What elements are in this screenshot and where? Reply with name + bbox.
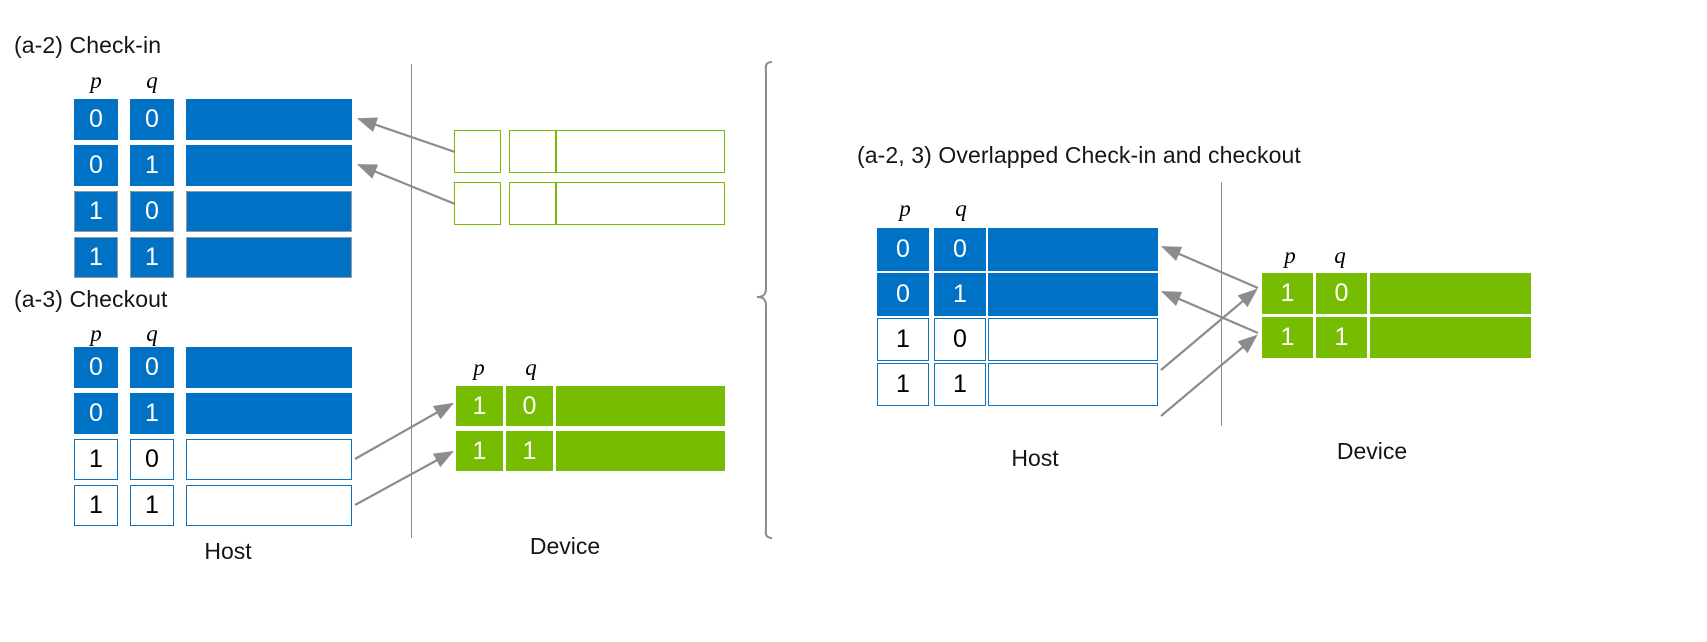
checkin-host-row-2-p: 1 — [74, 191, 118, 232]
checkin-host-row-0-payload — [186, 99, 352, 140]
checkout-arrow-0 — [354, 402, 454, 460]
checkin-device-row-1-q — [509, 182, 556, 225]
overlapped-device-row-0-p: 1 — [1262, 273, 1313, 314]
right-panel-host-label: Host — [1011, 445, 1059, 471]
checkout-device-row-1-q: 1 — [506, 431, 553, 471]
checkin-device-row-0-p — [454, 130, 501, 173]
overlapped-host-row-2-p: 1 — [877, 318, 929, 361]
checkin-host-header-q: q — [146, 68, 158, 93]
checkout-host-row-3-q: 1 — [130, 485, 174, 526]
checkin-host-row-0-p: 0 — [74, 99, 118, 140]
checkin-arrow-1 — [356, 163, 456, 206]
checkin-host-row-3-payload — [186, 237, 352, 278]
overlapped-host-row-0-p: 0 — [877, 228, 929, 271]
checkout-device-row-0-p: 1 — [456, 386, 503, 426]
overlapped-device-row-1-payload — [1370, 317, 1531, 358]
checkin-section-title: (a-2) Check-in — [14, 32, 162, 58]
overlapped-arrow-out-1 — [1160, 334, 1258, 417]
checkin-host-row-1-payload — [186, 145, 352, 186]
overlapped-device-row-1-q: 1 — [1316, 317, 1367, 358]
checkout-host-row-0-q: 0 — [130, 347, 174, 388]
overlapped-host-row-1-p: 0 — [877, 273, 929, 316]
right-panel-host-device-divider — [1221, 182, 1222, 426]
checkin-host-row-3-p: 1 — [74, 237, 118, 278]
overlapped-host-row-3-payload — [988, 363, 1158, 406]
checkin-host-row-1-p: 0 — [74, 145, 118, 186]
checkin-device-row-1-payload — [556, 182, 725, 225]
checkout-arrow-1 — [354, 450, 454, 506]
checkout-host-row-3-p: 1 — [74, 485, 118, 526]
overlapped-host-header-q: q — [955, 196, 967, 221]
checkin-device-row-1-p — [454, 182, 501, 225]
checkout-host-row-2-payload — [186, 439, 352, 480]
checkin-device-row-0-q — [509, 130, 556, 173]
overlapped-host-row-1-payload — [988, 273, 1158, 316]
left-panel-device-label: Device — [529, 533, 601, 559]
overlapped-device-row-0-payload — [1370, 273, 1531, 314]
overlapped-host-row-3-q: 1 — [934, 363, 986, 406]
overlapped-arrow-in-0 — [1160, 245, 1259, 290]
checkout-device-row-0-payload — [556, 386, 725, 426]
checkin-host-header-p: p — [90, 68, 102, 93]
checkout-device-row-1-payload — [556, 431, 725, 471]
left-panel-grouping-brace — [756, 61, 773, 539]
checkout-host-header-p: p — [90, 321, 102, 346]
overlapped-host-header-p: p — [899, 196, 911, 221]
overlapped-device-header-p: p — [1284, 243, 1296, 268]
checkin-host-row-2-q: 0 — [130, 191, 174, 232]
checkout-section-title: (a-3) Checkout — [14, 286, 168, 312]
checkin-host-row-0-q: 0 — [130, 99, 174, 140]
overlapped-host-row-2-q: 0 — [934, 318, 986, 361]
checkout-host-header-q: q — [146, 321, 158, 346]
checkout-host-row-0-p: 0 — [74, 347, 118, 388]
checkin-host-row-2-payload — [186, 191, 352, 232]
checkout-host-row-0-payload — [186, 347, 352, 388]
checkout-device-header-p: p — [473, 355, 485, 380]
checkout-host-row-2-p: 1 — [74, 439, 118, 480]
checkout-host-row-1-p: 0 — [74, 393, 118, 434]
overlapped-host-row-0-payload — [988, 228, 1158, 271]
overlapped-host-row-3-p: 1 — [877, 363, 929, 406]
overlapped-host-row-1-q: 1 — [934, 273, 986, 316]
checkout-device-header-q: q — [525, 355, 537, 380]
overlapped-device-row-1-p: 1 — [1262, 317, 1313, 358]
right-panel-device-label: Device — [1336, 438, 1408, 464]
checkout-host-row-1-q: 1 — [130, 393, 174, 434]
checkout-host-row-2-q: 0 — [130, 439, 174, 480]
checkout-device-row-0-q: 0 — [506, 386, 553, 426]
checkout-device-row-1-p: 1 — [456, 431, 503, 471]
checkin-host-row-3-q: 1 — [130, 237, 174, 278]
overlapped-section-title: (a-2, 3) Overlapped Check-in and checkou… — [857, 142, 1301, 168]
checkin-arrow-0 — [356, 117, 456, 154]
left-panel-host-label: Host — [204, 538, 252, 564]
overlapped-device-header-q: q — [1334, 243, 1346, 268]
overlapped-host-row-2-payload — [988, 318, 1158, 361]
left-panel-host-device-divider — [411, 64, 412, 538]
overlapped-host-row-0-q: 0 — [934, 228, 986, 271]
checkin-device-row-0-payload — [556, 130, 725, 173]
checkin-host-row-1-q: 1 — [130, 145, 174, 186]
checkout-host-row-3-payload — [186, 485, 352, 526]
overlapped-arrow-in-1 — [1160, 290, 1259, 335]
overlapped-arrow-out-0 — [1160, 288, 1258, 371]
checkout-host-row-1-payload — [186, 393, 352, 434]
overlapped-device-row-0-q: 0 — [1316, 273, 1367, 314]
